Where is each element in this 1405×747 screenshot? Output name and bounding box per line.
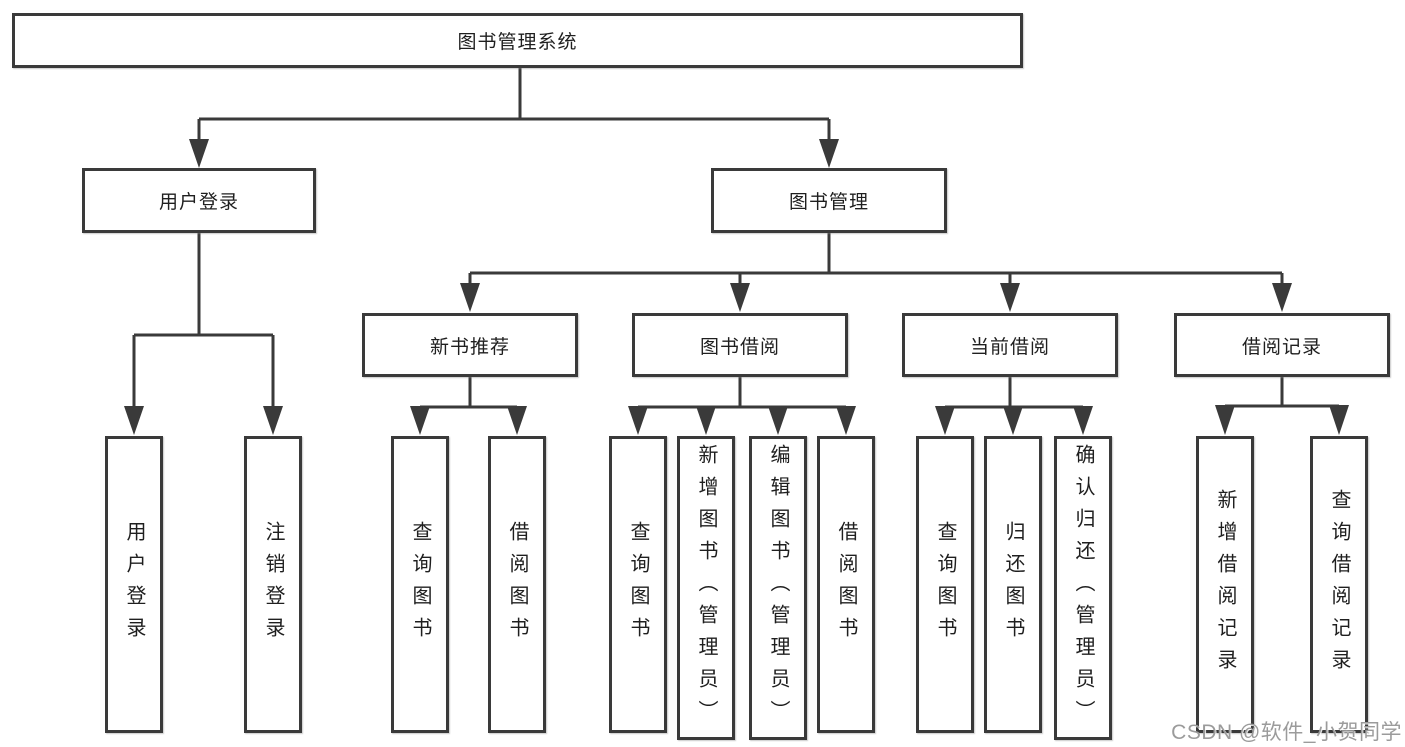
leaf-user-login-label: 用户登录 [123, 520, 145, 649]
leaf-newbook-borrow-books-label: 借阅图书 [506, 520, 528, 649]
leaf-records-add-borrow-record-label: 新增借阅记录 [1214, 488, 1236, 681]
leaf-borrowing-borrow-books: 借阅图书 [817, 436, 875, 733]
node-new-book-recommendation: 新书推荐 [362, 313, 578, 377]
node-new-book-recommendation-label: 新书推荐 [429, 336, 510, 358]
leaf-current-query-books: 查询图书 [916, 436, 974, 733]
leaf-current-return-books: 归还图书 [984, 436, 1042, 733]
node-root-system-label: 图书管理系统 [457, 32, 578, 53]
node-user-login-label: 用户登录 [158, 192, 239, 213]
node-book-borrowing: 图书借阅 [632, 313, 848, 377]
leaf-records-query-borrow-record-label: 查询借阅记录 [1328, 488, 1350, 681]
leaf-borrowing-query-books-label: 查询图书 [627, 520, 649, 649]
leaf-newbook-borrow-books: 借阅图书 [488, 436, 546, 733]
node-current-borrowing: 当前借阅 [902, 313, 1118, 377]
leaf-newbook-query-books: 查询图书 [391, 436, 449, 733]
node-book-management-label: 图书管理 [788, 192, 869, 213]
leaf-current-confirm-return-admin-label: 确认归还（管理员） [1072, 444, 1094, 732]
csdn-watermark: CSDN @软件_小贺同学 [1171, 721, 1402, 744]
leaf-current-query-books-label: 查询图书 [934, 520, 956, 649]
node-root-system: 图书管理系统 [12, 13, 1023, 68]
node-book-borrowing-label: 图书借阅 [699, 336, 780, 358]
leaf-logout-login: 注销登录 [244, 436, 302, 733]
node-borrowing-records-label: 借阅记录 [1241, 336, 1322, 358]
leaf-borrowing-edit-books-admin-label: 编辑图书（管理员） [767, 444, 789, 732]
leaf-borrowing-edit-books-admin: 编辑图书（管理员） [749, 436, 807, 740]
leaf-current-return-books-label: 归还图书 [1002, 520, 1024, 649]
node-current-borrowing-label: 当前借阅 [969, 336, 1050, 358]
node-borrowing-records: 借阅记录 [1174, 313, 1390, 377]
leaf-borrowing-borrow-books-label: 借阅图书 [835, 520, 857, 649]
leaf-logout-login-label: 注销登录 [262, 520, 284, 649]
leaf-newbook-query-books-label: 查询图书 [409, 520, 431, 649]
leaf-records-query-borrow-record: 查询借阅记录 [1310, 436, 1368, 733]
leaf-user-login: 用户登录 [105, 436, 163, 733]
leaf-borrowing-query-books: 查询图书 [609, 436, 667, 733]
node-book-management: 图书管理 [711, 168, 947, 233]
leaf-borrowing-add-books-admin: 新增图书（管理员） [677, 436, 735, 740]
leaf-borrowing-add-books-admin-label: 新增图书（管理员） [695, 444, 717, 732]
leaf-current-confirm-return-admin: 确认归还（管理员） [1054, 436, 1112, 740]
leaf-records-add-borrow-record: 新增借阅记录 [1196, 436, 1254, 733]
node-user-login: 用户登录 [82, 168, 316, 233]
